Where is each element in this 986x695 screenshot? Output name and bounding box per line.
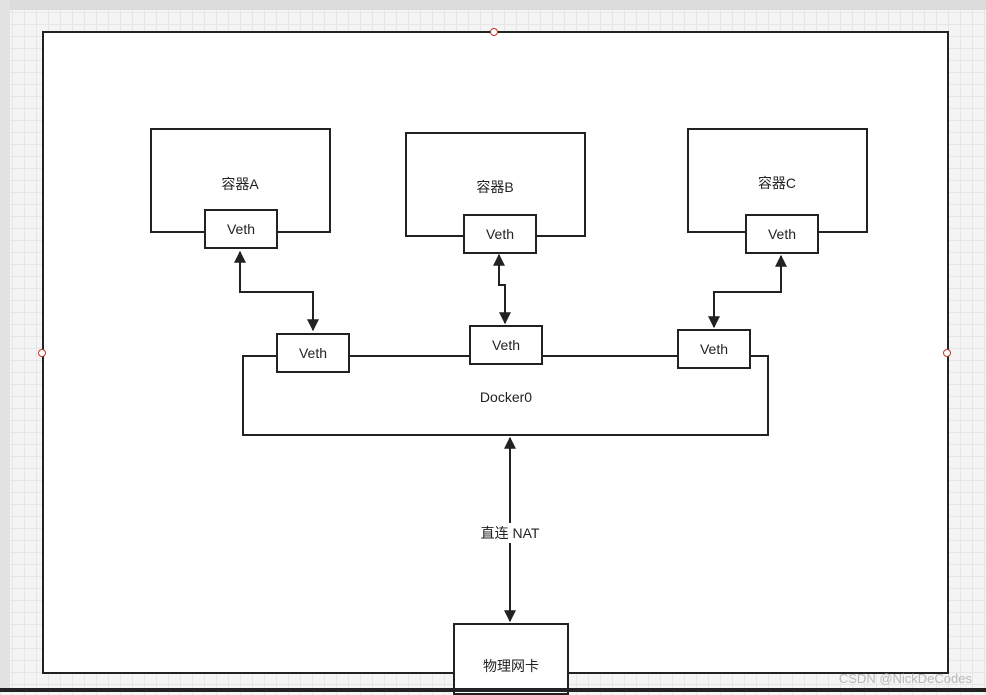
link-container-c xyxy=(708,254,787,329)
physical-nic-box[interactable] xyxy=(453,623,569,695)
container-c-label: 容器C xyxy=(757,175,797,191)
canvas-left-strip xyxy=(0,0,10,692)
bridge-veth-c[interactable]: Veth xyxy=(677,329,751,369)
container-b-veth[interactable]: Veth xyxy=(463,214,537,254)
frame-handle-left[interactable] xyxy=(38,349,46,357)
frame-handle-right[interactable] xyxy=(943,349,951,357)
container-c-veth[interactable]: Veth xyxy=(745,214,819,254)
canvas-top-strip xyxy=(0,0,986,10)
watermark-text: CSDN @NickDeCodes xyxy=(838,671,972,686)
bottom-bar xyxy=(0,688,986,692)
link-container-a xyxy=(234,250,319,332)
link-container-b xyxy=(493,253,511,325)
physical-nic-label: 物理网卡 xyxy=(483,658,539,674)
nat-label: 直连 NAT xyxy=(478,523,542,543)
bridge-veth-b[interactable]: Veth xyxy=(469,325,543,365)
frame-handle-top[interactable] xyxy=(490,28,498,36)
docker0-label: Docker0 xyxy=(479,389,533,405)
container-a-label: 容器A xyxy=(221,176,259,192)
container-a-veth[interactable]: Veth xyxy=(204,209,278,249)
bridge-veth-a[interactable]: Veth xyxy=(276,333,350,373)
container-b-label: 容器B xyxy=(476,179,514,195)
